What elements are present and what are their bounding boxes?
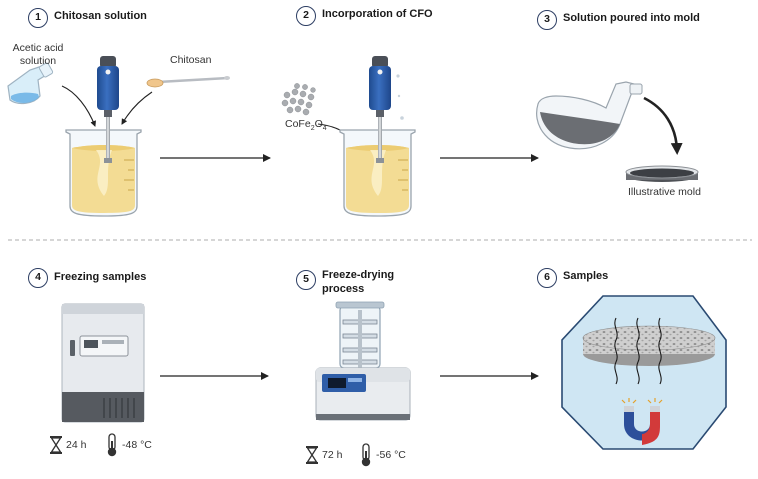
- step-5-number: 5: [296, 270, 316, 290]
- cfo-label: CoFe2O4: [285, 118, 327, 132]
- acetic-acid-flask-icon: [7, 62, 54, 105]
- step-1-title: Chitosan solution: [54, 10, 147, 22]
- cfo-sub-2: 4: [322, 125, 327, 133]
- step-6-number: 6: [537, 268, 557, 288]
- field-lines: [614, 317, 662, 385]
- step-2-number: 2: [296, 6, 316, 26]
- hourglass-icon: [50, 436, 62, 454]
- step-3-number: 3: [537, 10, 557, 30]
- mixer-icon-2: [369, 56, 404, 163]
- chitosan-label: Chitosan: [170, 54, 212, 66]
- thermometer-icon-2: [361, 443, 371, 467]
- acetic-acid-label: Acetic acid solution: [6, 42, 70, 68]
- freeze-temp: -48 °C: [122, 439, 152, 451]
- freezer-icon: [61, 303, 145, 423]
- step-6-title: Samples: [563, 270, 609, 282]
- step-4-number: 4: [28, 268, 48, 288]
- mold-label: Illustrative mold: [628, 186, 701, 198]
- step-1-number: 1: [28, 8, 48, 28]
- beaker-icon-2: [339, 129, 416, 217]
- cfo-base: CoFe: [285, 118, 311, 130]
- freeze-time: 24 h: [66, 439, 87, 451]
- step-2-title: Incorporation of CFO: [322, 8, 433, 20]
- chitosan-spatula-icon: [146, 76, 230, 88]
- acetic-acid-line1: Acetic acid: [12, 42, 64, 54]
- step-5-title: Freeze-drying process: [322, 268, 394, 296]
- dry-temp: -56 °C: [376, 449, 406, 461]
- mixer-icon: [97, 56, 119, 163]
- mold-icon: [625, 165, 699, 182]
- acetic-arrow: [61, 85, 96, 127]
- thermometer-icon: [107, 433, 117, 457]
- step-3-title: Solution poured into mold: [563, 12, 700, 24]
- step-4-title: Freezing samples: [54, 271, 147, 283]
- cfo-sub-1: 2: [310, 125, 315, 133]
- chitosan-arrow: [121, 91, 153, 125]
- cfo-particles: [281, 83, 316, 116]
- scaffold-sample-icon: [582, 325, 716, 366]
- magnet-icon: [621, 398, 663, 445]
- pouring-flask-icon: [536, 81, 643, 150]
- beaker-icon: [65, 129, 142, 217]
- dry-time: 72 h: [322, 449, 343, 461]
- hourglass-icon-2: [306, 446, 318, 464]
- acetic-acid-line2: solution: [19, 55, 57, 67]
- pour-arrow: [643, 96, 683, 155]
- step-5-title-line1: Freeze-drying: [322, 269, 395, 281]
- freeze-dryer-icon: [315, 301, 411, 421]
- cfo-o: O: [314, 118, 323, 130]
- step-5-title-line2: process: [322, 283, 365, 295]
- samples-octagon: [561, 295, 727, 450]
